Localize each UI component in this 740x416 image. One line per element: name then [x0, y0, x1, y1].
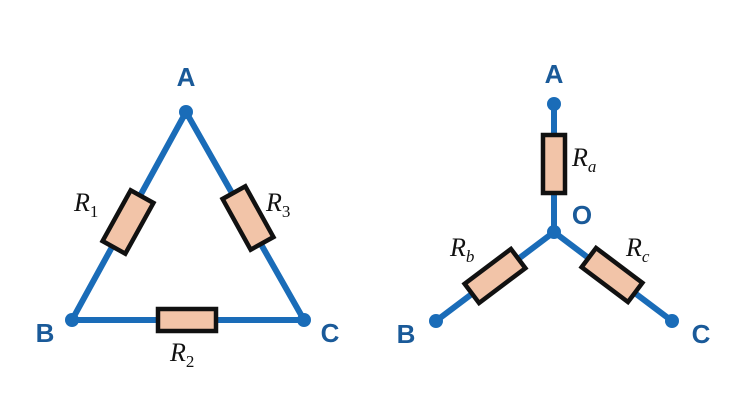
star-resistor-rb — [461, 245, 529, 307]
delta-resistor-r3 — [219, 183, 277, 253]
star-node-a-label: A — [545, 59, 564, 89]
star-node-b-label: B — [397, 319, 416, 349]
delta-node-b-label: B — [36, 318, 55, 348]
star-resistor-rc — [578, 244, 646, 306]
star-label-rb: Rb — [449, 233, 474, 266]
star-node-o-label: O — [572, 200, 592, 230]
delta-network: A B C R1 R3 R2 — [36, 62, 340, 371]
star-node-c-label: C — [692, 319, 711, 349]
star-network: A O B C Ra Rb Rc — [397, 59, 711, 349]
delta-label-r2: R2 — [169, 338, 194, 371]
star-node-a-dot — [547, 97, 561, 111]
star-label-rc: Rc — [625, 233, 650, 266]
star-node-b-dot — [429, 314, 443, 328]
star-node-o-dot — [547, 225, 561, 239]
delta-node-b-dot — [65, 313, 79, 327]
delta-node-c-dot — [297, 313, 311, 327]
star-resistor-ra — [540, 132, 568, 196]
delta-resistor-r2 — [155, 306, 219, 334]
star-node-c-dot — [665, 314, 679, 328]
delta-node-c-label: C — [321, 318, 340, 348]
delta-node-a-label: A — [177, 62, 196, 92]
delta-resistor-r1 — [99, 187, 157, 257]
delta-node-a-dot — [179, 105, 193, 119]
star-label-ra: Ra — [571, 143, 596, 176]
delta-label-r1: R1 — [73, 188, 98, 221]
delta-label-r3: R3 — [265, 188, 290, 221]
